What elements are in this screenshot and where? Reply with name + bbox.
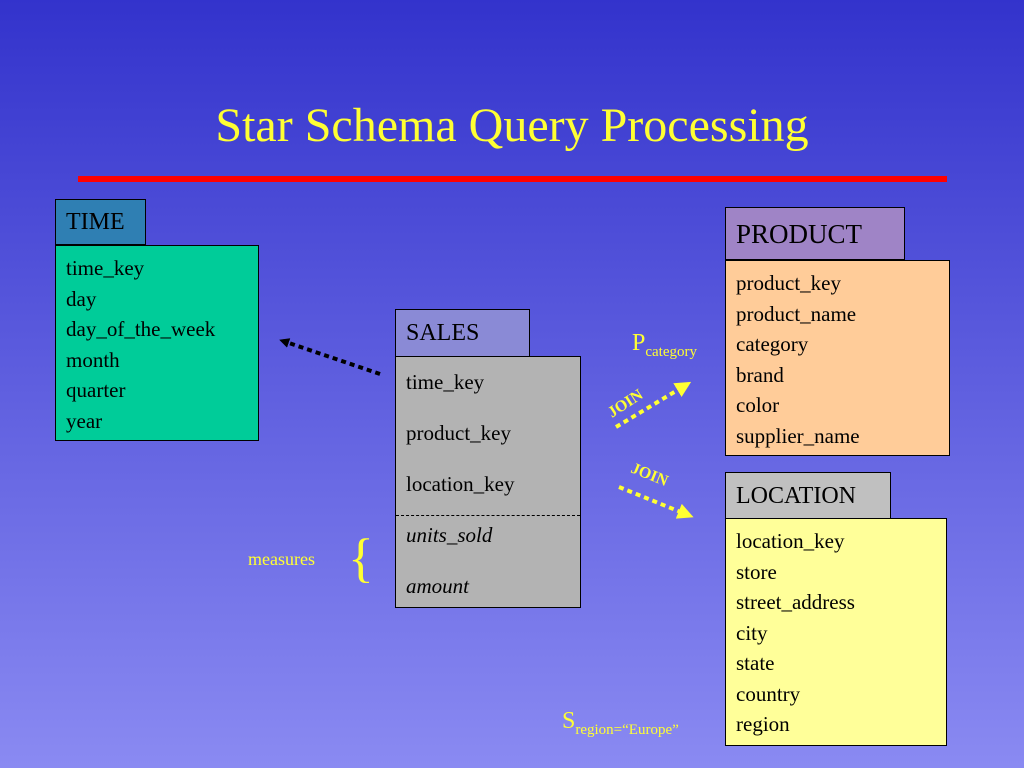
sales-table-header: SALES [395, 309, 530, 357]
field-time-key: time_key [66, 256, 145, 280]
field-state: state [736, 651, 775, 675]
projection-symbol: P [632, 330, 646, 356]
field-day-of-the-week: day_of_the_week [66, 317, 216, 341]
field-region: region [736, 712, 790, 736]
field-product-key: product_key [736, 271, 841, 295]
field-category: category [736, 332, 809, 356]
location-table-name: LOCATION [736, 482, 856, 509]
field-year: year [66, 408, 103, 433]
sales-table-name: SALES [406, 320, 480, 346]
field-time-key: time_key [406, 370, 485, 394]
field-month: month [66, 347, 120, 372]
location-join-label: JOIN [629, 460, 671, 490]
field-location-key: location_key [406, 472, 515, 496]
field-product-key: product_key [406, 421, 511, 445]
location-join-arrow [618, 485, 694, 519]
slide-title: Star Schema Query Processing [215, 99, 809, 152]
product-join-arrow [614, 381, 692, 429]
field-units-sold: units_sold [406, 523, 493, 547]
field-city: city [736, 620, 768, 645]
time-join-arrow [279, 338, 381, 376]
product-table-name: PRODUCT [736, 218, 863, 249]
projection-subscript: category [645, 343, 697, 360]
field-amount: amount [406, 574, 469, 598]
product-join-label: JOIN [605, 386, 647, 421]
field-quarter: quarter [66, 378, 126, 402]
projection-label: Pcategory [632, 330, 697, 361]
product-table-header: PRODUCT [725, 207, 905, 260]
selection-subscript: region=“Europe” [575, 721, 679, 738]
time-table-header: TIME [55, 199, 146, 245]
field-day: day [66, 286, 97, 311]
field-country: country [736, 681, 801, 706]
field-supplier-name: supplier_name [736, 423, 860, 448]
sales-table: time_key product_key location_key units_sol… [395, 356, 581, 608]
field-store: store [736, 559, 777, 584]
measures-brace: { [348, 528, 374, 588]
measures-separator [396, 515, 580, 516]
measures-label: measures [248, 549, 315, 569]
field-brand: brand [736, 362, 784, 387]
field-color: color [736, 393, 780, 417]
time-table-name: TIME [66, 209, 125, 235]
field-street-address: street_address [736, 590, 855, 614]
title-divider [78, 176, 947, 182]
selection-label: Sregion=“Europe” [562, 708, 679, 739]
field-product-name: product_name [736, 301, 857, 326]
product-table: product_key product_name category brand colo… [725, 260, 950, 456]
field-location-key: location_key [736, 529, 845, 553]
selection-symbol: S [562, 708, 576, 734]
